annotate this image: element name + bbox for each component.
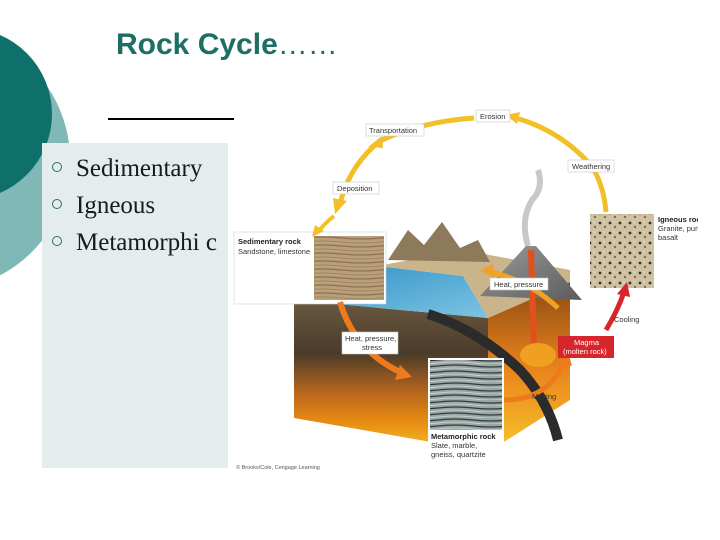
metamorphic-examples-line1: Slate, marble, (431, 441, 477, 450)
metamorphic-title: Metamorphic rock (431, 432, 496, 441)
metamorphic-examples-line2: gneiss, quartzite (431, 450, 486, 459)
sedimentary-sample-image (314, 236, 384, 300)
magma-chamber (520, 343, 556, 367)
heat-pressure-stress-label-line2: stress (362, 343, 382, 352)
igneous-examples-line1: Granite, pumice, (658, 224, 698, 233)
magma-conduit (531, 250, 534, 350)
heat-pressure-label: Heat, pressure (494, 280, 543, 289)
bullet-circle-icon (52, 236, 62, 246)
cooling-label: Cooling (614, 315, 639, 324)
igneous-title: Igneous rock (658, 215, 698, 224)
deposition-label: Deposition (337, 184, 372, 193)
title-underline (108, 118, 234, 120)
image-credit: © Brooks/Cole, Cengage Learning (236, 465, 320, 471)
magma-label-line2: (molten rock) (563, 347, 607, 356)
bullet-text: Sedimentary (76, 155, 202, 182)
igneous-examples-line2: basalt (658, 233, 679, 242)
weathering-label: Weathering (572, 162, 610, 171)
bullet-text: Metamorphi c (76, 229, 217, 256)
igneous-sample-image (590, 214, 654, 288)
metamorphic-sample-image (430, 360, 502, 430)
slide-title: Rock Cycle…… (116, 28, 338, 62)
bullet-circle-icon (52, 199, 62, 209)
transportation-label: Transportation (369, 126, 417, 135)
bullet-circle-icon (52, 162, 62, 172)
title-text: Rock Cycle (116, 28, 278, 61)
sedimentary-examples: Sandstone, limestone (238, 247, 310, 256)
erosion-label: Erosion (480, 112, 505, 121)
rock-cycle-diagram: Sedimentary rock Sandstone, limestone Ig… (228, 100, 698, 480)
sedimentary-title: Sedimentary rock (238, 237, 302, 246)
bullet-list: Sedimentary Igneous Metamorphi c (52, 150, 232, 261)
bullet-text: Igneous (76, 192, 155, 219)
bullet-item-sedimentary: Sedimentary (52, 150, 232, 187)
heat-pressure-stress-label-line1: Heat, pressure, (345, 334, 396, 343)
magma-label-line1: Magma (574, 338, 600, 347)
title-ellipsis: …… (278, 28, 338, 61)
melting-label: Melting (532, 392, 556, 401)
bullet-item-igneous: Igneous (52, 187, 232, 224)
bullet-item-metamorphic: Metamorphi c (52, 224, 232, 261)
